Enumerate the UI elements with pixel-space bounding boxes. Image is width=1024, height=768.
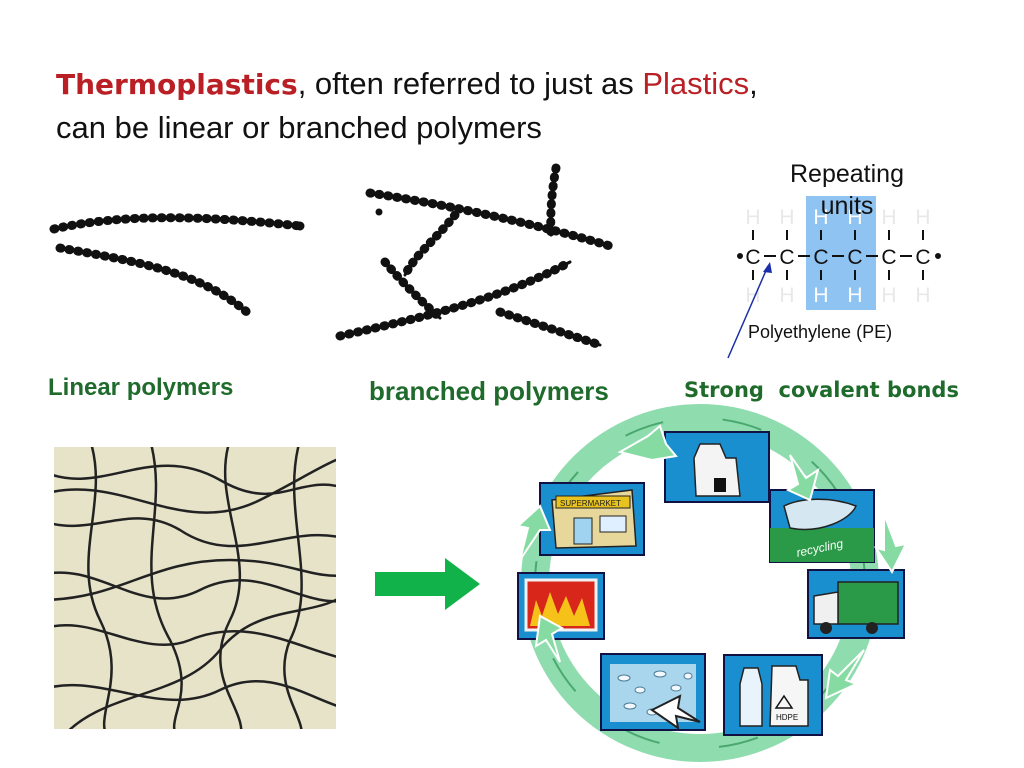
repeating-unit-highlight <box>806 196 876 310</box>
recycled-bottles-panel: HDPE <box>723 654 823 736</box>
hdpe-label: HDPE <box>776 713 798 722</box>
branched-polymer-illustration <box>335 163 615 350</box>
polyethylene-label: Polyethylene (PE) <box>748 322 893 342</box>
title-comma: , <box>749 66 758 101</box>
hydrogen-top-3: H <box>813 206 828 229</box>
recycling-cycle-diagram: SUPERMARKET recycling HDPE <box>515 404 908 762</box>
linear-polymers-label: Linear polymers <box>48 374 234 401</box>
linear-polymer-illustration <box>49 213 305 318</box>
hydrogen-top-5: H <box>881 206 896 229</box>
supermarket-sign: SUPERMARKET <box>560 499 621 508</box>
title-plastics: Plastics <box>642 66 750 101</box>
hydrogen-top-1: H <box>745 206 760 229</box>
repeating-units-label: Repeating units <box>790 160 904 220</box>
garbage-truck-panel <box>807 569 905 639</box>
title-middle: , often referred to just as <box>297 66 643 101</box>
hydrogen-top-4: H <box>847 206 862 229</box>
recycling-bag-panel: recycling <box>769 489 875 563</box>
branched-polymers-label: branched polymers <box>369 376 609 406</box>
green-arrow-icon <box>375 558 480 610</box>
hydrogen-top-6: H <box>915 206 930 229</box>
carbon-1: C <box>745 246 760 269</box>
hydrogen-bottom-2: H <box>779 284 794 307</box>
title-term: Thermoplastics <box>56 68 298 101</box>
pointer-arrow <box>727 262 772 359</box>
strong-covalent-bonds-label: Strong covalent bonds <box>684 378 959 402</box>
carbon-5: C <box>881 246 896 269</box>
carbon-2: C <box>779 246 794 269</box>
polyethylene-atoms: C C C C C C H H H H H H H H H H H H <box>745 206 930 307</box>
hydrogen-bottom-3: H <box>813 284 828 307</box>
linear-chain-1-core <box>52 216 302 231</box>
polyethylene-bonds <box>737 230 941 280</box>
slide-title-line2: can be linear or branched polymers <box>56 110 542 145</box>
tangled-polymer-image <box>54 447 336 729</box>
cycle-arrows <box>515 424 908 731</box>
carbon-6: C <box>915 246 930 269</box>
carbon-3: C <box>813 246 828 269</box>
hydrogen-top-2: H <box>779 206 794 229</box>
hydrogen-bottom-4: H <box>847 284 862 307</box>
slide-title-line1: Thermoplastics, often referred to just a… <box>56 66 758 102</box>
hydrogen-bottom-6: H <box>915 284 930 307</box>
carbon-4: C <box>847 246 862 269</box>
hydrogen-bottom-5: H <box>881 284 896 307</box>
hydrogen-bottom-1: H <box>745 284 760 307</box>
linear-chain-2-core <box>58 246 250 315</box>
linear-chain-2 <box>55 243 253 318</box>
milk-jug-panel <box>664 431 770 503</box>
supermarket-panel: SUPERMARKET <box>539 482 645 556</box>
